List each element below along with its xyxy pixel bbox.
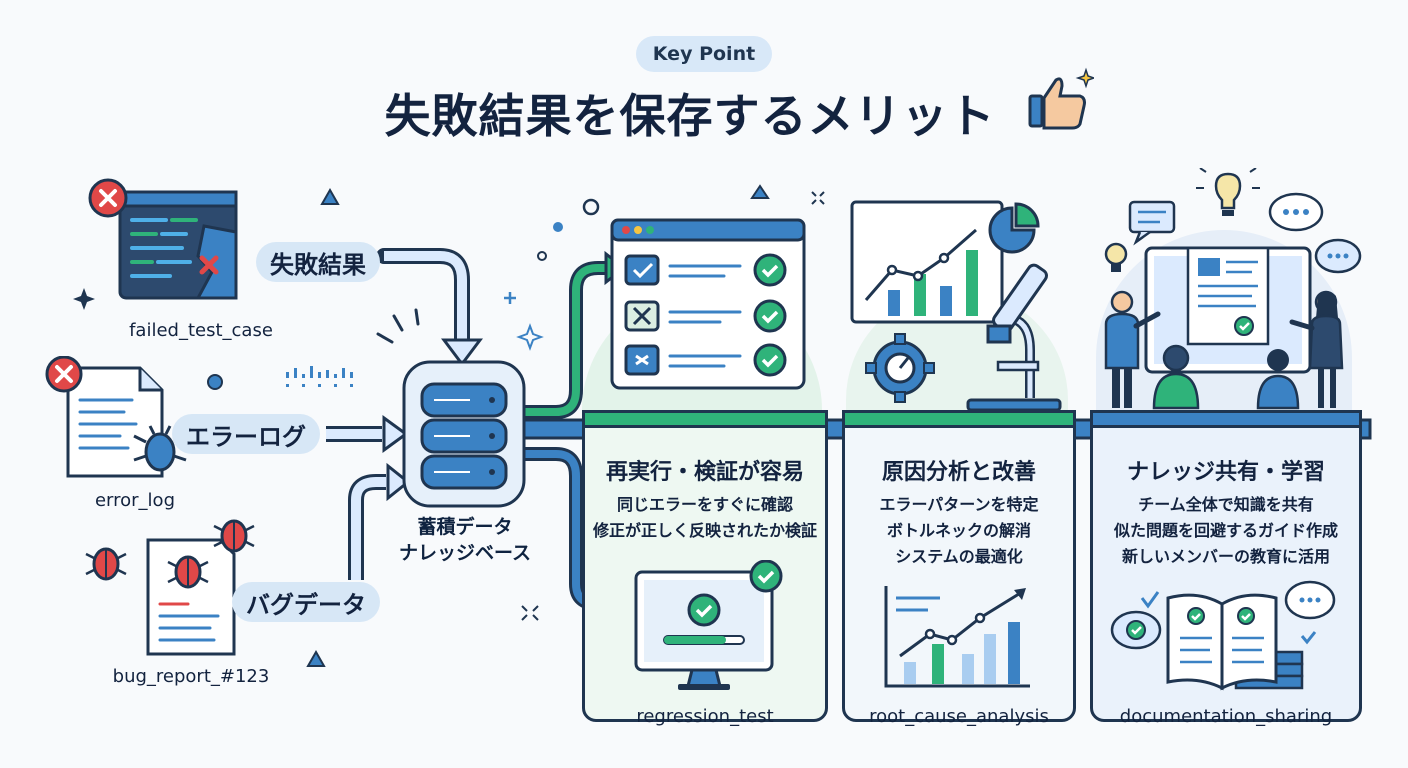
panel2-desc: エラーパターンを特定 ボトルネックの解消 システムの最適化	[842, 492, 1076, 570]
panel1-footer: regression_test	[636, 706, 774, 727]
open-book-icon	[1110, 580, 1336, 691]
analysis-chart-microscope-icon	[850, 200, 1062, 412]
panel1-line1: 同じエラーをすぐに確認	[616, 495, 793, 514]
error-log-document-icon	[45, 356, 187, 478]
panel1-heading: 再実行・検証が容易	[605, 460, 804, 485]
panel3-line1: チーム全体で知識を共有	[1138, 495, 1314, 514]
thumbs-up-icon	[1028, 67, 1094, 130]
panel1-top-bar	[582, 410, 828, 428]
trend-chart-icon	[884, 586, 1030, 688]
panel3-desc: チーム全体で知識を共有 似た問題を回避するガイド作成 新しいメンバーの教育に活用	[1090, 492, 1362, 570]
monitor-check-icon	[634, 560, 783, 690]
panel2-heading: 原因分析と改善	[881, 460, 1036, 485]
checklist-window-icon	[610, 218, 806, 390]
storage-label-line1: 蓄積データ	[417, 516, 513, 538]
source-label-bug-data: バグデータ	[232, 582, 380, 622]
panel3-top-bar	[1090, 410, 1362, 428]
panel3-line2: 似た問題を回避するガイド作成	[1113, 521, 1338, 540]
team-sharing-icon	[1104, 168, 1362, 410]
page-title: 失敗結果を保存するメリット	[384, 89, 996, 143]
panel1-line2: 修正が正しく反映されたか検証	[592, 521, 817, 540]
panel3-footer: documentation_sharing	[1119, 706, 1333, 727]
storage-label: 蓄積データ ナレッジベース	[390, 514, 540, 566]
source-label-failed-result: 失敗結果	[256, 242, 380, 282]
source-label-error-log: エラーログ	[172, 414, 320, 454]
panel3-heading: ナレッジ共有・学習	[1126, 460, 1325, 485]
storage-label-line2: ナレッジベース	[398, 542, 532, 564]
panel2-top-bar	[842, 410, 1076, 428]
panel2-line2: ボトルネックの解消	[886, 521, 1031, 540]
error-log-caption: error_log	[94, 490, 175, 511]
bug-report-caption: bug_report_#123	[112, 666, 270, 687]
panel3-line3: 新しいメンバーの教育に活用	[1121, 547, 1330, 566]
database-icon	[402, 360, 526, 508]
panel2-line3: システムの最適化	[895, 547, 1023, 566]
failed-test-code-icon	[88, 178, 238, 300]
panel-root-cause	[842, 410, 1076, 722]
failed-test-case-caption: failed_test_case	[129, 320, 273, 341]
bug-icon	[167, 555, 209, 589]
key-point-badge: Key Point	[636, 36, 772, 72]
panel2-footer: root_cause_analysis	[869, 706, 1049, 727]
panel1-desc: 同じエラーをすぐに確認 修正が正しく反映されたか検証	[582, 492, 828, 544]
panel2-line1: エラーパターンを特定	[879, 495, 1039, 514]
